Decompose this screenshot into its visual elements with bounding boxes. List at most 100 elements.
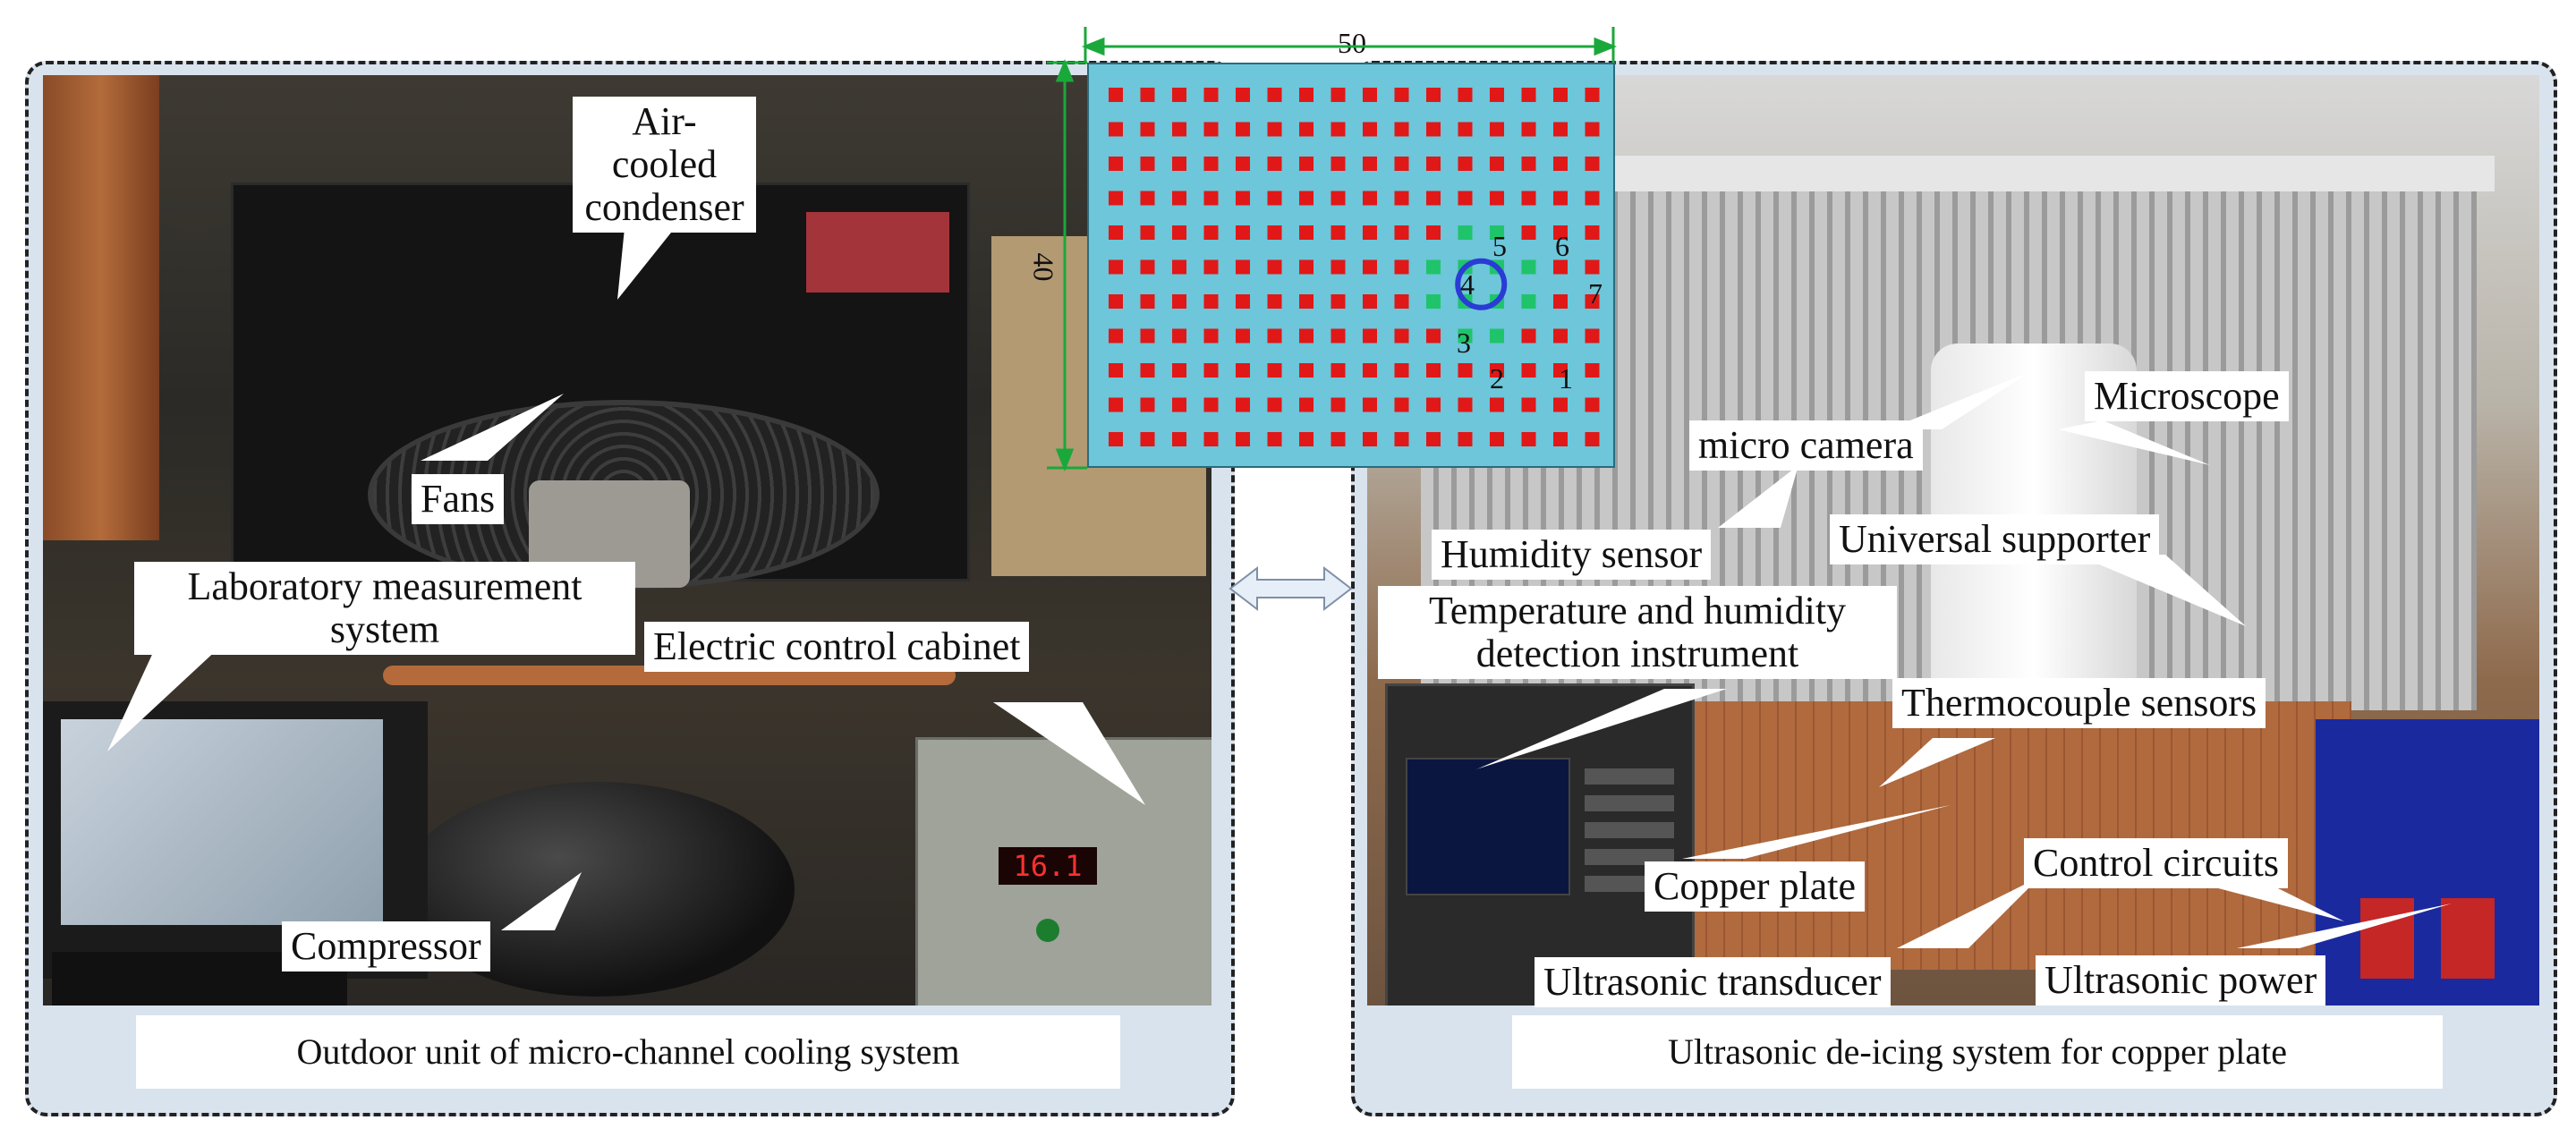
grid-square [1236, 432, 1250, 446]
grid-square [1521, 191, 1536, 206]
left-panel-caption: Outdoor unit of micro-channel cooling sy… [136, 1015, 1120, 1089]
grid-square [1109, 363, 1123, 378]
grid-square [1331, 157, 1346, 171]
grid-square [1490, 122, 1504, 137]
grid-point-label: 1 [1559, 362, 1573, 395]
grid-square [1394, 294, 1409, 309]
grid-square [1172, 122, 1186, 137]
grid-observation-circle [1455, 258, 1508, 310]
grid-square [1394, 122, 1409, 137]
grid-square [1363, 363, 1377, 378]
condenser-sticker [806, 212, 949, 293]
grid-marker-square [1490, 328, 1504, 344]
grid-square [1331, 191, 1346, 206]
grid-square [1236, 88, 1250, 102]
label-micro-camera: micro camera [1689, 420, 1923, 471]
grid-square [1585, 157, 1600, 171]
grid-square [1236, 328, 1250, 344]
control-circuit-board [2316, 719, 2539, 1005]
grid-square [1236, 363, 1250, 378]
grid-square [1203, 397, 1219, 412]
grid-square [1172, 328, 1186, 344]
grid-square [1203, 225, 1219, 240]
grid-square [1458, 122, 1473, 137]
grid-square [1331, 259, 1346, 275]
wooden-pipe [43, 75, 159, 540]
grid-square [1363, 259, 1377, 275]
grid-square [1363, 122, 1377, 137]
grid-square [1267, 225, 1282, 240]
grid-square [1299, 225, 1314, 240]
grid-square [1203, 328, 1219, 344]
grid-square [1490, 88, 1504, 102]
grid-square [1426, 328, 1441, 344]
grid-marker-square [1521, 294, 1536, 309]
grid-square [1203, 432, 1219, 446]
grid-square [1140, 397, 1155, 412]
grid-point-label: 6 [1555, 230, 1569, 262]
grid-square [1553, 225, 1568, 240]
grid-square [1140, 294, 1155, 309]
grid-square [1236, 294, 1250, 309]
grid-square [1363, 397, 1377, 412]
grid-square [1267, 294, 1282, 309]
grid-point-label: 3 [1457, 327, 1471, 359]
grid-square [1458, 432, 1473, 446]
grid-square [1521, 363, 1536, 378]
grid-square [1458, 363, 1473, 378]
grid-square [1553, 122, 1568, 137]
grid-square [1553, 363, 1568, 378]
label-humidity-sensor: Humidity sensor [1432, 530, 1712, 580]
grid-square [1585, 122, 1600, 137]
grid-square [1426, 122, 1441, 137]
label-ultrasonic-power: Ultrasonic power [2036, 955, 2326, 1005]
grid-square [1585, 225, 1600, 240]
grid-square [1172, 259, 1186, 275]
grid-square [1109, 397, 1123, 412]
measurement-grid-schematic [1087, 63, 1615, 468]
grid-square [1553, 157, 1568, 171]
grid-square [1426, 88, 1441, 102]
grid-square [1553, 397, 1568, 412]
grid-square [1267, 432, 1282, 446]
grid-square [1553, 432, 1568, 446]
grid-square [1331, 328, 1346, 344]
grid-square [1585, 328, 1600, 344]
grid-square [1109, 225, 1123, 240]
grid-square [1236, 259, 1250, 275]
grid-square [1458, 191, 1473, 206]
grid-marker-square [1521, 259, 1536, 275]
circuit-module-1 [2360, 898, 2414, 979]
grid-square [1299, 294, 1314, 309]
grid-square [1203, 259, 1219, 275]
label-control-circuits: Control circuits [2024, 838, 2288, 888]
grid-square [1109, 259, 1123, 275]
grid-square [1521, 157, 1536, 171]
grid-square [1490, 363, 1504, 378]
grid-square [1363, 157, 1377, 171]
grid-square [1267, 157, 1282, 171]
grid-square [1394, 363, 1409, 378]
grid-square [1394, 191, 1409, 206]
monitor-screen [61, 719, 383, 925]
grid-square [1394, 225, 1409, 240]
grid-square [1299, 328, 1314, 344]
grid-marker-square [1458, 225, 1473, 240]
grid-square [1109, 328, 1123, 344]
grid-square [1109, 88, 1123, 102]
grid-square [1553, 328, 1568, 344]
grid-square [1331, 397, 1346, 412]
grid-square [1267, 122, 1282, 137]
grid-square [1203, 157, 1219, 171]
grid-marker-square [1490, 225, 1504, 240]
grid-square [1458, 157, 1473, 171]
grid-square [1490, 432, 1504, 446]
grid-square [1490, 397, 1504, 412]
grid-square [1585, 363, 1600, 378]
grid-square [1363, 191, 1377, 206]
grid-square [1267, 328, 1282, 344]
grid-point-label: 7 [1588, 277, 1603, 310]
grid-square [1426, 191, 1441, 206]
label-laboratory-measurement-system: Laboratory measurement system [134, 562, 635, 655]
label-ultrasonic-transducer: Ultrasonic transducer [1535, 957, 1891, 1007]
